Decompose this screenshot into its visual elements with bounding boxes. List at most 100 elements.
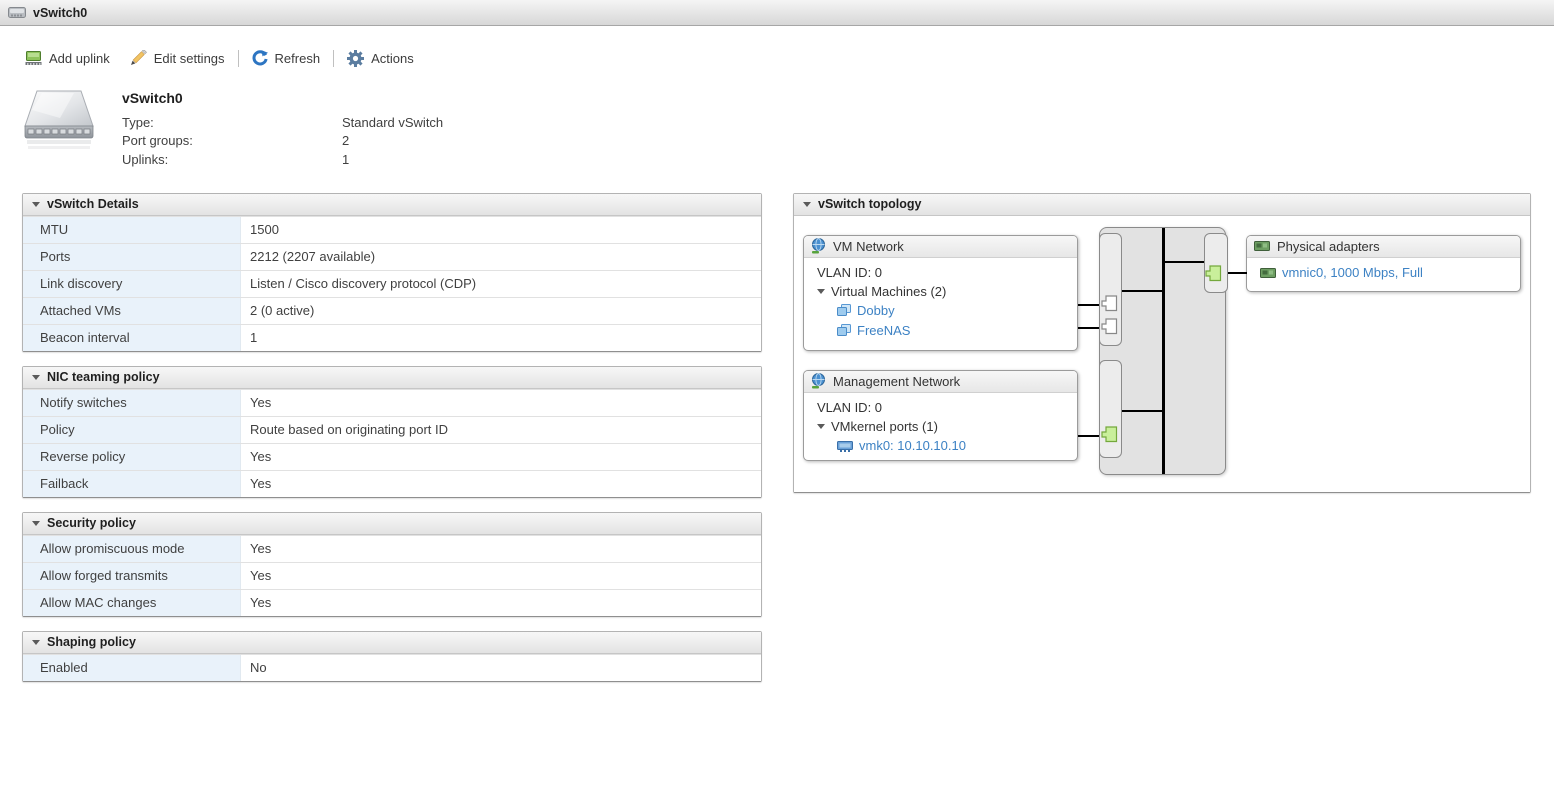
row-label: Notify switches bbox=[23, 389, 241, 416]
vswitch-block bbox=[1099, 226, 1228, 475]
vswitch-image bbox=[24, 90, 94, 149]
vm-network-port-slot bbox=[1099, 232, 1122, 346]
physical-adapters-box: Physical adapters vmnic0, 1000 Mbps, Ful… bbox=[1246, 234, 1521, 292]
row-value: Yes bbox=[241, 470, 761, 497]
physical-nic-icon bbox=[1260, 267, 1276, 278]
toolbar-separator bbox=[333, 49, 335, 67]
vm-network-header: VM Network bbox=[804, 235, 1077, 258]
panel-title: vSwitch topology bbox=[818, 197, 922, 211]
link-line-freenas bbox=[1078, 326, 1101, 329]
collapse-arrow-icon bbox=[817, 423, 825, 429]
table-row: Reverse policy Yes bbox=[23, 442, 761, 470]
management-network-header: Management Network bbox=[804, 370, 1077, 393]
collapse-arrow-icon bbox=[32, 374, 40, 380]
panel-vswitch-topology: vSwitch topology VM Network bbox=[793, 192, 1531, 493]
panel-shaping-policy: Shaping policy Enabled No bbox=[22, 630, 762, 682]
row-label: Attached VMs bbox=[23, 297, 241, 324]
vswitch-bus-line bbox=[1162, 227, 1165, 474]
actions-label: Actions bbox=[371, 50, 414, 66]
link-line-dobby bbox=[1078, 303, 1101, 306]
management-network-box: Management Network VLAN ID: 0 VMkernel p… bbox=[803, 369, 1078, 461]
add-uplink-label: Add uplink bbox=[49, 50, 110, 66]
row-label: Reverse policy bbox=[23, 443, 241, 470]
summary-label-uplinks: Uplinks: bbox=[122, 151, 169, 167]
vmkernel-ports-toggle[interactable]: VMkernel ports (1) bbox=[817, 417, 1077, 436]
row-value: 2 (0 active) bbox=[241, 297, 761, 324]
table-row: Enabled No bbox=[23, 653, 761, 681]
panel-title: NIC teaming policy bbox=[47, 370, 160, 384]
vswitch-summary: vSwitch0 Type: Standard vSwitch Port gro… bbox=[22, 88, 1554, 169]
vm-network-title: VM Network bbox=[833, 238, 904, 254]
vm-link-freenas[interactable]: FreeNAS bbox=[837, 321, 1077, 341]
port-connector-inactive bbox=[1101, 294, 1118, 311]
vmnic0-link[interactable]: vmnic0, 1000 Mbps, Full bbox=[1260, 263, 1520, 283]
vm-network-vlan: VLAN ID: 0 bbox=[817, 264, 883, 280]
table-row: Attached VMs 2 (0 active) bbox=[23, 296, 761, 324]
summary-value-port-groups: 2 bbox=[342, 133, 350, 149]
row-value: Yes bbox=[241, 589, 761, 616]
panel-header-shaping[interactable]: Shaping policy bbox=[23, 631, 761, 654]
refresh-label: Refresh bbox=[274, 50, 321, 66]
physical-adapters-title: Physical adapters bbox=[1277, 238, 1380, 254]
row-label: Ports bbox=[23, 243, 241, 270]
table-row: Link discovery Listen / Cisco discovery … bbox=[23, 269, 761, 297]
collapse-arrow-icon bbox=[32, 201, 40, 207]
pencil-icon bbox=[130, 50, 147, 65]
details-column: vSwitch Details MTU 1500 Ports 2212 (220… bbox=[22, 192, 762, 696]
row-value: Route based on originating port ID bbox=[241, 416, 761, 443]
row-value: 2212 (2207 available) bbox=[241, 243, 761, 270]
row-value: 1 bbox=[241, 324, 761, 351]
link-line-vmnic0 bbox=[1221, 271, 1247, 274]
vm-network-box: VM Network VLAN ID: 0 Virtual Machines (… bbox=[803, 234, 1078, 351]
panel-nic-teaming-policy: NIC teaming policy Notify switches Yes P… bbox=[22, 365, 762, 498]
page-title: vSwitch0 bbox=[33, 5, 88, 20]
link-line-vmk0 bbox=[1078, 434, 1101, 437]
vm-link-dobby[interactable]: Dobby bbox=[837, 301, 1077, 321]
bus-branch-line bbox=[1122, 289, 1164, 292]
vswitch-icon bbox=[8, 7, 26, 18]
window-titlebar: vSwitch0 bbox=[0, 0, 1554, 26]
row-label: Allow promiscuous mode bbox=[23, 535, 241, 562]
table-row: MTU 1500 bbox=[23, 215, 761, 243]
table-row: Policy Route based on originating port I… bbox=[23, 415, 761, 443]
toolbar: Add uplink Edit settings Refresh bbox=[25, 48, 1554, 68]
gear-icon bbox=[347, 49, 365, 67]
row-label: Beacon interval bbox=[23, 324, 241, 351]
table-row: Allow forged transmits Yes bbox=[23, 561, 761, 589]
table-row: Beacon interval 1 bbox=[23, 323, 761, 351]
collapse-arrow-icon bbox=[32, 639, 40, 645]
row-label: Link discovery bbox=[23, 270, 241, 297]
refresh-button[interactable]: Refresh bbox=[252, 50, 321, 66]
port-connector-inactive bbox=[1101, 317, 1118, 334]
row-value: Yes bbox=[241, 443, 761, 470]
panel-header-topology[interactable]: vSwitch topology bbox=[794, 193, 1530, 216]
add-uplink-nic-icon bbox=[25, 50, 42, 65]
port-connector-active bbox=[1101, 425, 1118, 442]
summary-value-uplinks: 1 bbox=[342, 151, 350, 167]
vm-icon bbox=[837, 304, 851, 316]
table-row: Allow MAC changes Yes bbox=[23, 588, 761, 616]
row-value: Listen / Cisco discovery protocol (CDP) bbox=[241, 270, 761, 297]
management-network-vlan: VLAN ID: 0 bbox=[817, 399, 883, 415]
vmkernel-nic-icon bbox=[837, 440, 853, 452]
bus-branch-line bbox=[1163, 260, 1205, 263]
management-port-slot bbox=[1099, 359, 1122, 458]
edit-settings-button[interactable]: Edit settings bbox=[130, 50, 225, 66]
actions-button[interactable]: Actions bbox=[347, 49, 414, 67]
panel-header-security[interactable]: Security policy bbox=[23, 512, 761, 535]
vm-icon bbox=[837, 324, 851, 336]
physical-nic-icon bbox=[1254, 241, 1270, 251]
uplink-port-slot bbox=[1204, 232, 1228, 293]
table-row: Ports 2212 (2207 available) bbox=[23, 242, 761, 270]
refresh-icon bbox=[252, 50, 268, 66]
row-label: Failback bbox=[23, 470, 241, 497]
add-uplink-button[interactable]: Add uplink bbox=[25, 50, 110, 66]
topology-canvas: VM Network VLAN ID: 0 Virtual Machines (… bbox=[794, 215, 1530, 492]
vmk0-link[interactable]: vmk0: 10.10.10.10 bbox=[837, 436, 1077, 456]
row-label: Allow MAC changes bbox=[23, 589, 241, 616]
virtual-machines-toggle[interactable]: Virtual Machines (2) bbox=[817, 282, 1077, 301]
panel-header-vswitch-details[interactable]: vSwitch Details bbox=[23, 193, 761, 216]
row-label: Enabled bbox=[23, 654, 241, 681]
panel-header-nic-teaming[interactable]: NIC teaming policy bbox=[23, 366, 761, 389]
collapse-arrow-icon bbox=[32, 520, 40, 526]
